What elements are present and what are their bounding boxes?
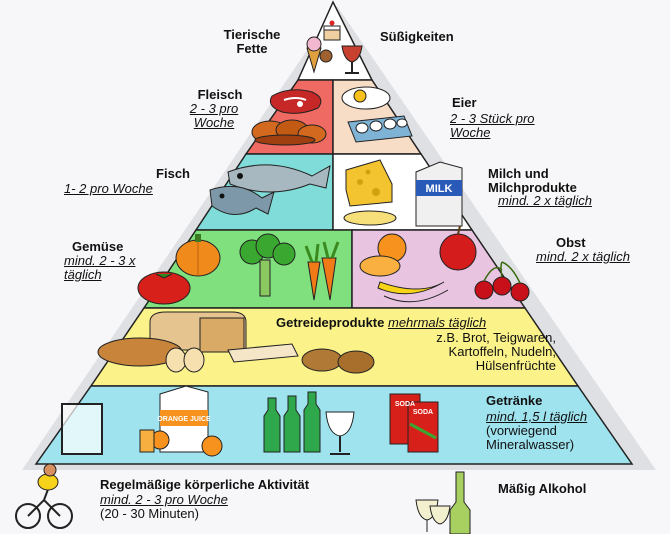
tomato-icon [137, 271, 191, 305]
bread-loaf-icon [149, 311, 247, 353]
label-grains-row: Getreideprodukte mehrmals täglich [276, 316, 566, 330]
egg-carton-icon [347, 115, 413, 143]
orange-icon [359, 233, 407, 277]
soda-can-label-1: SODA [395, 401, 415, 408]
label-drinks-frequency: mind. 1,5 l täglich [486, 409, 588, 424]
juice-carton-label: ORANGE JUICE [157, 416, 211, 423]
orange-juice-icon: ORANGE JUICE [139, 385, 223, 457]
label-activity-frequency: mind. 2 - 3 pro Woche [100, 492, 228, 507]
soda-can-label-2: SODA [413, 409, 433, 416]
milk-carton-icon: MILK [415, 161, 463, 227]
label-fruit: Obst [556, 235, 586, 250]
wine-glass-icon [325, 411, 355, 455]
potatoes-icon [301, 348, 375, 374]
label-dairy-frequency: mind. 2 x täglich [498, 193, 592, 208]
label-activity: Regelmäßige körperliche Aktivität [100, 477, 310, 492]
milk-carton-label: MILK [426, 183, 453, 195]
apple-icon [439, 225, 477, 271]
mineral-water-bottles-icon [263, 391, 321, 453]
label-drinks: Getränke [486, 393, 543, 408]
label-meat-frequency: 2 - 3 pro Woche [189, 101, 239, 130]
sliced-bread-icon [97, 337, 205, 373]
label-eggs: Eier [452, 95, 477, 110]
label-drinks-note: (vorwiegend Mineralwasser) [486, 423, 575, 452]
bananas-icon [377, 281, 449, 303]
soda-cans-icon: SODA SODA [389, 393, 439, 453]
label-vegetables: Gemüse [72, 239, 124, 254]
label-fish-frequency: 1- 2 pro Woche [64, 181, 153, 196]
label-grains-details: z.B. Brot, Teigwaren, Kartoffeln, Nudeln… [436, 330, 556, 373]
label-fish: Fisch [156, 166, 190, 181]
label-alcohol: Mäßig Alkohol [498, 481, 587, 496]
goblet-icon [341, 45, 363, 74]
label-dairy: Milch und Milchprodukte [488, 166, 577, 195]
label-animal-fats: Tierische Fette [223, 27, 281, 56]
label-vegetables-frequency: mind. 2 - 3 x täglich [64, 253, 136, 282]
carrots-icon [304, 241, 340, 301]
fried-chicken-icon [251, 119, 327, 146]
steak-icon [269, 89, 322, 114]
wine-bottle-icon [449, 471, 471, 534]
label-fruit-frequency: mind. 2 x täglich [536, 249, 630, 264]
label-sweets: Süßigkeiten [380, 29, 454, 44]
cherries-icon [474, 261, 530, 302]
fried-egg-icon [341, 86, 391, 110]
fish-icon [209, 164, 331, 215]
cake-icon [323, 20, 341, 41]
label-grains-frequency: mehrmals täglich [387, 315, 487, 330]
cheese-icon [343, 159, 397, 226]
label-activity-duration: (20 - 30 Minuten) [100, 506, 199, 521]
ice-cream-icon [306, 36, 322, 74]
cyclist-icon [15, 463, 73, 529]
label-meat: Fleisch [197, 87, 243, 102]
toast-slices-icon [227, 343, 299, 363]
label-grains: Getreideprodukte [276, 315, 385, 330]
label-eggs-frequency: 2 - 3 Stück pro Woche [450, 111, 535, 140]
broccoli-icon [239, 233, 296, 297]
wine-glasses-icon [415, 499, 451, 532]
water-glass-icon [61, 403, 103, 455]
scoop-icon [319, 49, 333, 63]
pumpkin-icon [175, 234, 221, 277]
